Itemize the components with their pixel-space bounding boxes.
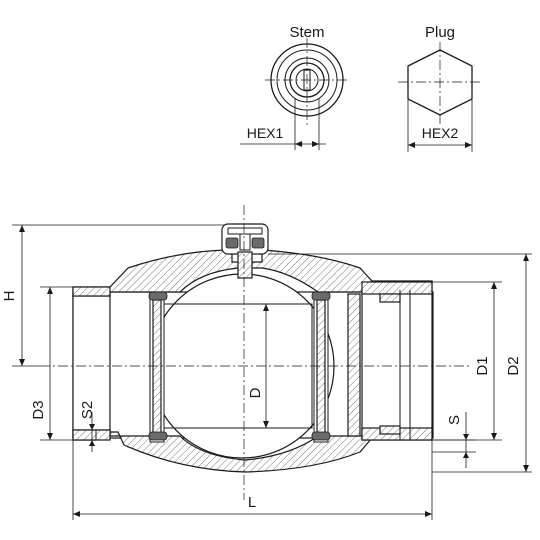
dim-s: S	[432, 412, 476, 468]
hex2-label: HEX2	[422, 125, 459, 141]
dim-l: L	[72, 440, 433, 520]
right-seat	[311, 291, 331, 443]
label-l: L	[248, 494, 256, 511]
label-d: D	[247, 387, 264, 398]
stem-title: Stem	[289, 24, 324, 41]
plug-view: Plug HEX2	[398, 24, 482, 152]
plug-title: Plug	[425, 24, 455, 41]
dim-d2: D2	[268, 253, 532, 473]
right-socket	[347, 281, 433, 441]
dim-d3: D3	[30, 286, 73, 441]
label-h: H	[1, 291, 18, 302]
dim-h: H	[1, 224, 225, 367]
label-d1: D1	[474, 356, 491, 375]
dimensions: H D3 S2 D	[1, 224, 532, 520]
label-s: S	[446, 415, 463, 425]
left-seat	[148, 291, 168, 443]
dim-d1: D1	[432, 281, 502, 441]
hex1-label: HEX1	[247, 125, 284, 141]
valve-section	[40, 205, 470, 500]
hex2-dimension: HEX2	[407, 100, 473, 152]
hex1-dimension: HEX1	[240, 98, 326, 150]
stem-housing	[221, 223, 269, 279]
dim-d: D	[247, 304, 269, 428]
body-upper	[72, 249, 433, 301]
stem-view: Stem HEX1	[240, 24, 349, 150]
dim-s2: S2	[79, 401, 96, 452]
label-d2: D2	[505, 356, 522, 375]
label-s2: S2	[79, 401, 96, 419]
label-d3: D3	[30, 400, 47, 419]
